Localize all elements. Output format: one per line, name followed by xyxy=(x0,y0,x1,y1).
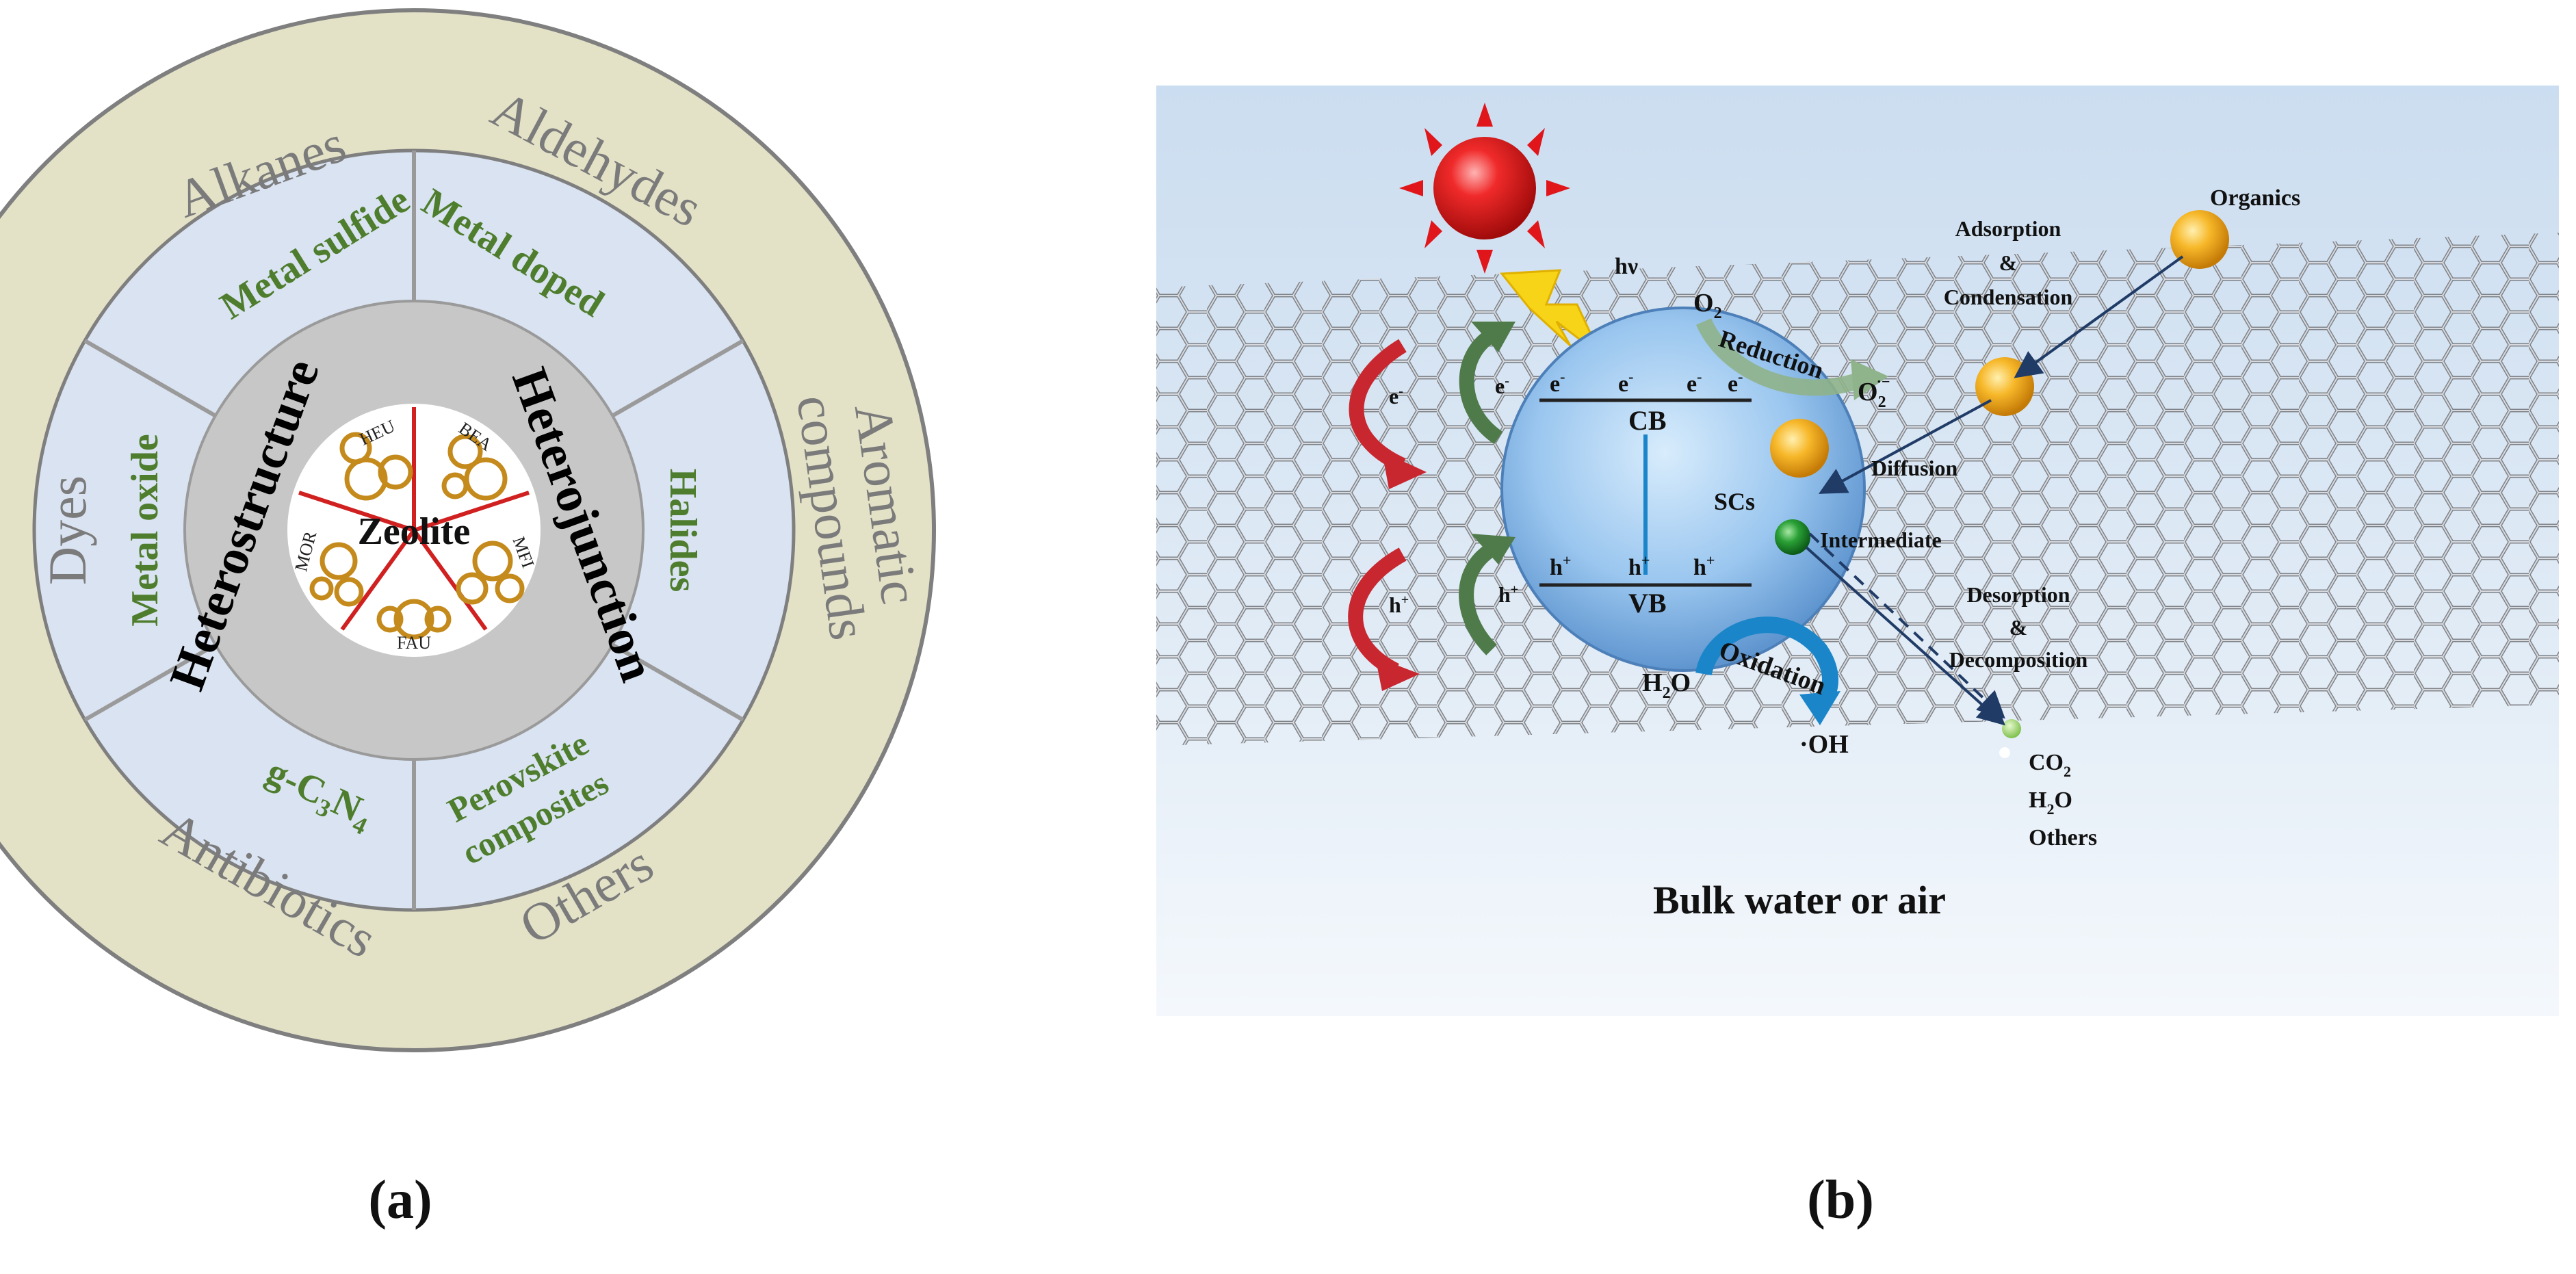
reduction-arrowhead xyxy=(1851,359,1888,400)
cb-electron-1: e- xyxy=(1550,368,1565,397)
zeolite-spokes xyxy=(298,407,530,631)
product-ball-small xyxy=(1999,747,2010,758)
vb-hole-1: h+ xyxy=(1550,551,1571,580)
caption-a: (a) xyxy=(368,1170,432,1230)
green-hole-label: h+ xyxy=(1498,582,1518,607)
green-hole-arrow xyxy=(1459,541,1499,655)
mfi-framework-icon xyxy=(456,541,525,605)
hv-label: hν xyxy=(1615,254,1638,279)
framework-label-fau: FAU xyxy=(397,633,431,653)
vb-holes: h+ h+ h+ xyxy=(1550,551,1715,580)
decomposition-label: Decomposition xyxy=(1949,647,2088,672)
scs-label: SCs xyxy=(1714,488,1755,515)
zeolite-label: Zeolite xyxy=(358,510,471,553)
cb-electrons: e- e- e- e- xyxy=(1550,368,1743,397)
product-h2o-label: H2O xyxy=(2029,788,2072,818)
left-hole-label: h+ xyxy=(1389,593,1409,617)
green-electron-arrow xyxy=(1459,328,1503,445)
organics-label: Organics xyxy=(2210,185,2300,211)
o2-label: O2 xyxy=(1693,289,1722,322)
cb-electron-4: e- xyxy=(1728,368,1743,397)
product-ball xyxy=(2002,719,2021,738)
green-hole-arrowhead xyxy=(1471,534,1515,564)
oxidation-arrow xyxy=(1695,616,1838,711)
sun-icon xyxy=(1399,103,1570,274)
product-others-label: Others xyxy=(2029,825,2097,850)
left-electron-label: e- xyxy=(1389,384,1403,408)
oxidation-arrowhead xyxy=(1799,691,1840,725)
intermediate-ball xyxy=(1775,519,1810,555)
desorption-and-label: & xyxy=(2009,615,2028,640)
caption-b: (b) xyxy=(1807,1170,1874,1230)
bea-framework-icon xyxy=(441,434,508,501)
intermediate-label: Intermediate xyxy=(1820,528,1942,552)
organics-ball-surface xyxy=(1770,419,1829,478)
desorption-arrow-solid xyxy=(1805,546,2005,726)
framework-icons xyxy=(309,432,525,640)
middle-ring-dividers xyxy=(83,151,744,910)
vb-hole-2: h+ xyxy=(1628,551,1650,580)
adsorption-label: Adsorption xyxy=(1955,216,2061,241)
adsorption-and-label: & xyxy=(1999,250,2018,275)
metal-oxide-label: Metal oxide xyxy=(124,434,166,626)
reduction-arrow xyxy=(1695,317,1864,396)
cb-electron-3: e- xyxy=(1687,368,1702,397)
cb-label: CB xyxy=(1628,405,1667,436)
dyes-label: Dyes xyxy=(38,476,97,585)
panel-b-mechanism-diagram: hν CB VB e- e- e- e- h+ h+ h+ e- e- h+ xyxy=(1156,86,2559,1230)
diffusion-arrow xyxy=(1818,399,1992,494)
green-electron-arrowhead xyxy=(1471,322,1515,352)
panel-a-wheel-diagram: Zeolite HEU BEA MFI FAU MOR Heterostruct… xyxy=(0,8,936,1230)
halides-label: Halides xyxy=(662,469,704,592)
organics-ball-mid xyxy=(1975,357,2034,416)
mor-framework-icon xyxy=(309,542,364,607)
hydroxyl-radical-label: ·OH xyxy=(1799,730,1849,759)
bulk-water-or-air-label: Bulk water or air xyxy=(1653,878,1946,922)
h2o-label: H2O xyxy=(1642,668,1691,702)
red-electron-arrow xyxy=(1349,339,1407,473)
heu-framework-icon xyxy=(339,432,413,501)
vb-label: VB xyxy=(1628,588,1667,619)
red-hole-arrowhead xyxy=(1375,657,1420,691)
vb-hole-3: h+ xyxy=(1693,551,1715,580)
product-co2-label: CO2 xyxy=(2029,750,2071,780)
condensation-label: Condensation xyxy=(1944,285,2073,309)
desorption-label: Desorption xyxy=(1966,582,2070,607)
cb-electron-2: e- xyxy=(1618,368,1633,397)
superoxide-label: O2·− xyxy=(1858,373,1890,411)
green-electron-label: e- xyxy=(1495,374,1509,398)
diffusion-label: Diffusion xyxy=(1871,456,1957,480)
desorption-arrow-dashed xyxy=(1808,532,2005,719)
adsorption-arrow xyxy=(2014,255,2184,378)
fau-framework-icon xyxy=(376,599,452,640)
red-electron-arrowhead xyxy=(1382,452,1427,489)
organics-ball-top xyxy=(2170,210,2229,269)
